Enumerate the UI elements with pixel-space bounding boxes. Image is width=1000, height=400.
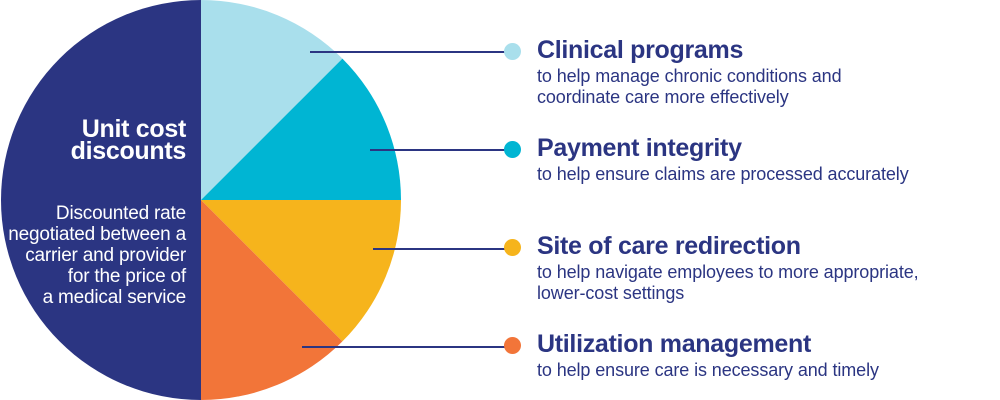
pie-title: Unit cost discounts bbox=[70, 115, 187, 165]
legend-description: to help navigate employees to more appro… bbox=[537, 262, 919, 303]
legend-title: Payment integrity bbox=[537, 134, 742, 162]
leader-line-payment-integrity bbox=[370, 149, 508, 151]
legend-bullet-dot-clinical-programs bbox=[504, 43, 521, 60]
leader-line-utilization-management bbox=[302, 346, 508, 348]
pie-chart bbox=[1, 0, 401, 400]
pie-slice-utilization-management bbox=[201, 200, 343, 400]
pie-slice-site-of-care-redirection bbox=[201, 200, 401, 342]
pie-slice-clinical-programs bbox=[201, 0, 343, 200]
leader-line-clinical-programs bbox=[310, 51, 508, 53]
legend-description: to help manage chronic conditions and co… bbox=[537, 66, 842, 107]
legend-description: to help ensure claims are processed accu… bbox=[537, 164, 909, 184]
pie-center-label: Unit cost discounts Discounted rate nego… bbox=[0, 100, 186, 326]
legend-item-clinical-programs: Clinical programs to help manage chronic… bbox=[504, 36, 842, 108]
pie-description: Discounted rate negotiated between a car… bbox=[8, 203, 186, 308]
legend-item-payment-integrity: Payment integrity to help ensure claims … bbox=[504, 134, 909, 185]
legend-item-site-of-care-redirection: Site of care redirection to help navigat… bbox=[504, 232, 919, 304]
legend-title: Site of care redirection bbox=[537, 232, 801, 260]
legend-title: Utilization management bbox=[537, 330, 811, 358]
pie-slice-unit-cost-discounts bbox=[1, 0, 201, 400]
legend-bullet-dot-site-of-care-redirection bbox=[504, 239, 521, 256]
legend-bullet-dot-payment-integrity bbox=[504, 141, 521, 158]
legend-bullet-dot-utilization-management bbox=[504, 337, 521, 354]
legend-item-utilization-management: Utilization management to help ensure ca… bbox=[504, 330, 879, 381]
leader-line-site-of-care-redirection bbox=[373, 248, 508, 250]
legend-description: to help ensure care is necessary and tim… bbox=[537, 360, 879, 380]
pie-slice-payment-integrity bbox=[201, 58, 401, 200]
legend-title: Clinical programs bbox=[537, 36, 744, 64]
